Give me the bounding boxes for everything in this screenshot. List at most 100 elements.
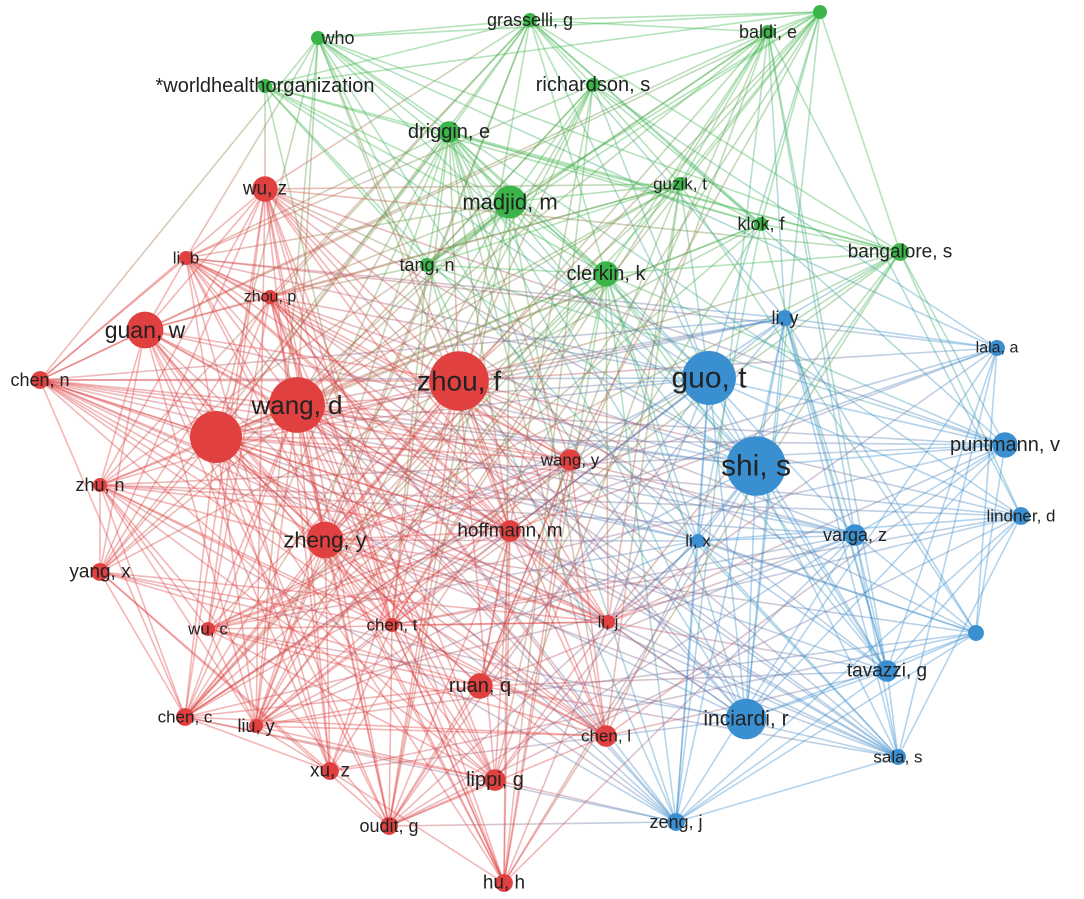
network-edge (784, 317, 977, 634)
network-edge (144, 329, 460, 382)
node-li_b[interactable] (179, 251, 193, 265)
node-li_x[interactable] (691, 534, 705, 548)
node-richardson[interactable] (586, 78, 600, 92)
node-puntmann[interactable] (992, 432, 1018, 458)
node-bangalore[interactable] (891, 243, 909, 261)
network-edge (854, 534, 899, 758)
network-edge (675, 540, 699, 823)
node-zhou_p[interactable] (263, 290, 277, 304)
node-tavazzi[interactable] (876, 660, 898, 682)
node-chen_n[interactable] (31, 371, 49, 389)
network-edge (388, 685, 481, 827)
network-edge (39, 379, 298, 406)
node-oudit[interactable] (380, 817, 398, 835)
network-edge (99, 571, 331, 772)
node-inciardi[interactable] (725, 698, 767, 740)
node-unlabeled_blue[interactable] (968, 625, 984, 641)
node-madjid[interactable] (493, 185, 527, 219)
node-guan[interactable] (126, 311, 164, 349)
network-edge (391, 534, 856, 626)
network-edge (207, 459, 571, 630)
network-edge (494, 621, 609, 781)
network-edge (479, 534, 856, 687)
network-edge (39, 329, 146, 381)
network-edge (503, 84, 594, 884)
node-sala[interactable] (890, 749, 906, 765)
node-chen_t[interactable] (385, 618, 399, 632)
node-ruan[interactable] (467, 673, 493, 699)
node-varga[interactable] (844, 524, 866, 546)
node-klok[interactable] (754, 217, 768, 231)
node-label-sala: sala, s (873, 748, 922, 767)
node-yang[interactable] (91, 563, 109, 581)
network-edge (679, 183, 762, 225)
network-edge (184, 716, 331, 772)
network-edge (39, 317, 786, 381)
network-edge (264, 183, 681, 190)
node-chen_c[interactable] (176, 708, 194, 726)
node-unlabeled_red[interactable] (190, 411, 242, 463)
node-wang_y[interactable] (559, 449, 581, 471)
network-edge (569, 459, 856, 536)
node-zeng[interactable] (667, 813, 685, 831)
network-edge (264, 188, 460, 382)
network-edge (99, 571, 393, 626)
network-edge (760, 11, 821, 225)
network-edge (329, 624, 393, 772)
network-edge (479, 685, 899, 758)
node-zhou_f[interactable] (429, 351, 489, 411)
network-edge (39, 11, 821, 381)
node-label-klok: klok, f (737, 214, 785, 234)
node-liu[interactable] (249, 719, 263, 733)
node-hoffmann[interactable] (499, 520, 521, 542)
node-guo[interactable] (682, 351, 736, 405)
node-hu[interactable] (495, 874, 513, 892)
network-edge (99, 571, 899, 758)
edge-layer (39, 11, 1022, 884)
node-who[interactable] (311, 31, 325, 45)
node-guzik[interactable] (673, 177, 687, 191)
network-edge (897, 515, 1022, 758)
node-driggin[interactable] (438, 121, 460, 143)
node-clerkin[interactable] (593, 261, 619, 287)
node-label-ruan: ruan, q (449, 675, 511, 697)
node-lala[interactable] (989, 340, 1005, 356)
node-label-richardson: richardson, s (536, 74, 651, 96)
network-edge (255, 131, 450, 727)
network-edge (215, 436, 390, 827)
node-unlabeled_green[interactable] (813, 5, 827, 19)
node-worldhealthorganization[interactable] (258, 79, 272, 93)
network-edge (388, 530, 511, 827)
network-edge (264, 188, 390, 827)
node-shi[interactable] (726, 436, 786, 496)
node-grasselli[interactable] (523, 13, 537, 27)
node-chen_l[interactable] (595, 725, 617, 747)
network-edge (494, 779, 677, 823)
node-label-wu_c: wu, c (187, 620, 228, 639)
node-wu_z[interactable] (252, 176, 278, 202)
node-label-zhu: zhu, n (75, 475, 124, 495)
node-label-shi: shi, s (721, 450, 791, 483)
node-wang_d[interactable] (269, 377, 325, 433)
node-li_j[interactable] (601, 615, 615, 629)
node-xu[interactable] (321, 762, 339, 780)
node-tang[interactable] (420, 258, 434, 272)
network-edge (675, 515, 1022, 823)
node-zhu[interactable] (93, 478, 107, 492)
node-wu_c[interactable] (201, 622, 215, 636)
network-edge (745, 347, 998, 720)
node-lippi[interactable] (484, 769, 506, 791)
network-edge (185, 257, 298, 406)
network-edge (391, 515, 1022, 626)
network-edge (675, 670, 888, 823)
node-lindner[interactable] (1012, 507, 1030, 525)
node-label-wu_z: wu, z (242, 179, 287, 200)
node-label-grasselli: grasselli, g (487, 10, 573, 30)
network-edge (99, 484, 1022, 517)
node-zheng[interactable] (306, 521, 344, 559)
network-edge (675, 317, 786, 823)
node-li_y[interactable] (777, 310, 793, 326)
node-baldi[interactable] (761, 25, 775, 39)
network-edge (426, 11, 821, 266)
